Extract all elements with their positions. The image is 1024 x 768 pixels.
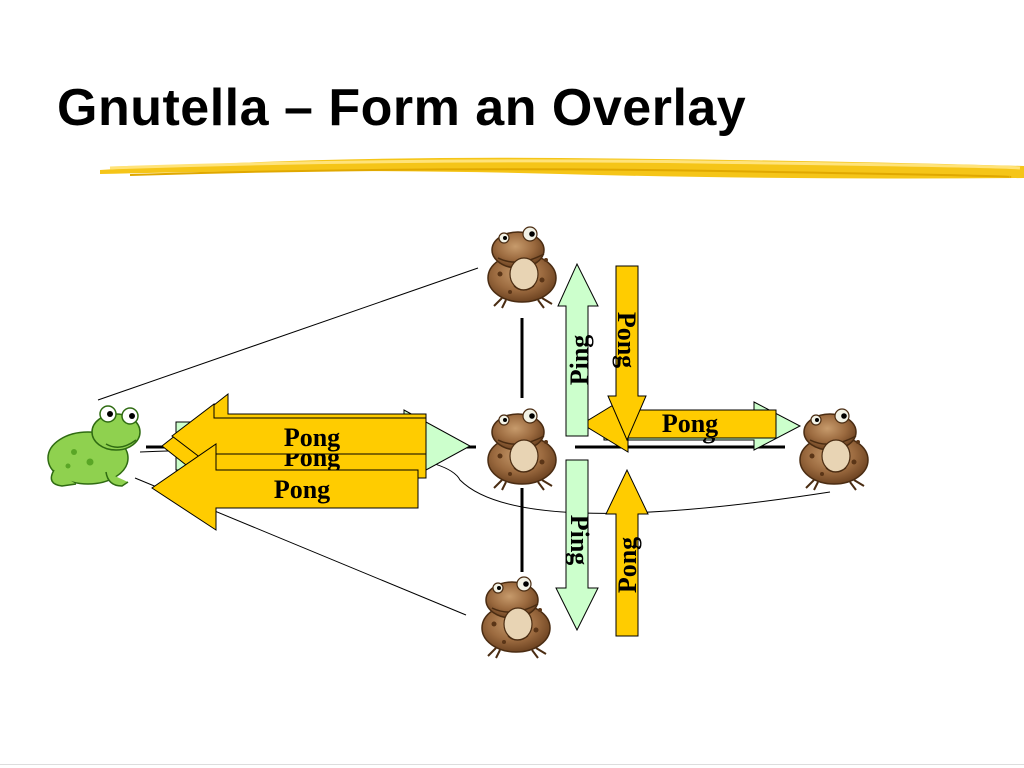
right-peer-toad-icon xyxy=(799,408,869,491)
ping-arrow-center-to-top: Ping xyxy=(557,262,599,437)
pong-label-2: Pong xyxy=(274,475,330,504)
footer-divider xyxy=(0,764,1024,765)
center-peer-toad-icon xyxy=(487,408,557,491)
pong-label-1: Pong xyxy=(284,423,340,452)
pong-arrow-3 xyxy=(151,443,419,531)
slide-title: Gnutella – Form an Overlay xyxy=(57,79,747,137)
link-new-to-top xyxy=(97,267,479,401)
ping-arrow-center-to-bottom: Ping xyxy=(555,459,599,632)
pong-arrow-top-to-center: Pong xyxy=(607,265,647,442)
green-frog-icon xyxy=(47,405,141,487)
pong-arrow-bottom-to-center: Pong xyxy=(605,468,649,637)
ping-label-top: Ping xyxy=(565,335,594,386)
pong-label-top: Pong xyxy=(612,312,641,368)
ping-label-bottom: Ping xyxy=(565,515,594,566)
pong-label-bottom: Pong xyxy=(613,537,642,593)
pong-label-right: Pong xyxy=(662,409,718,438)
pong-arrow-2 xyxy=(171,402,427,470)
title-underline xyxy=(100,157,1024,179)
bottom-peer-toad-icon xyxy=(481,576,551,659)
top-peer-toad-icon xyxy=(487,226,557,309)
